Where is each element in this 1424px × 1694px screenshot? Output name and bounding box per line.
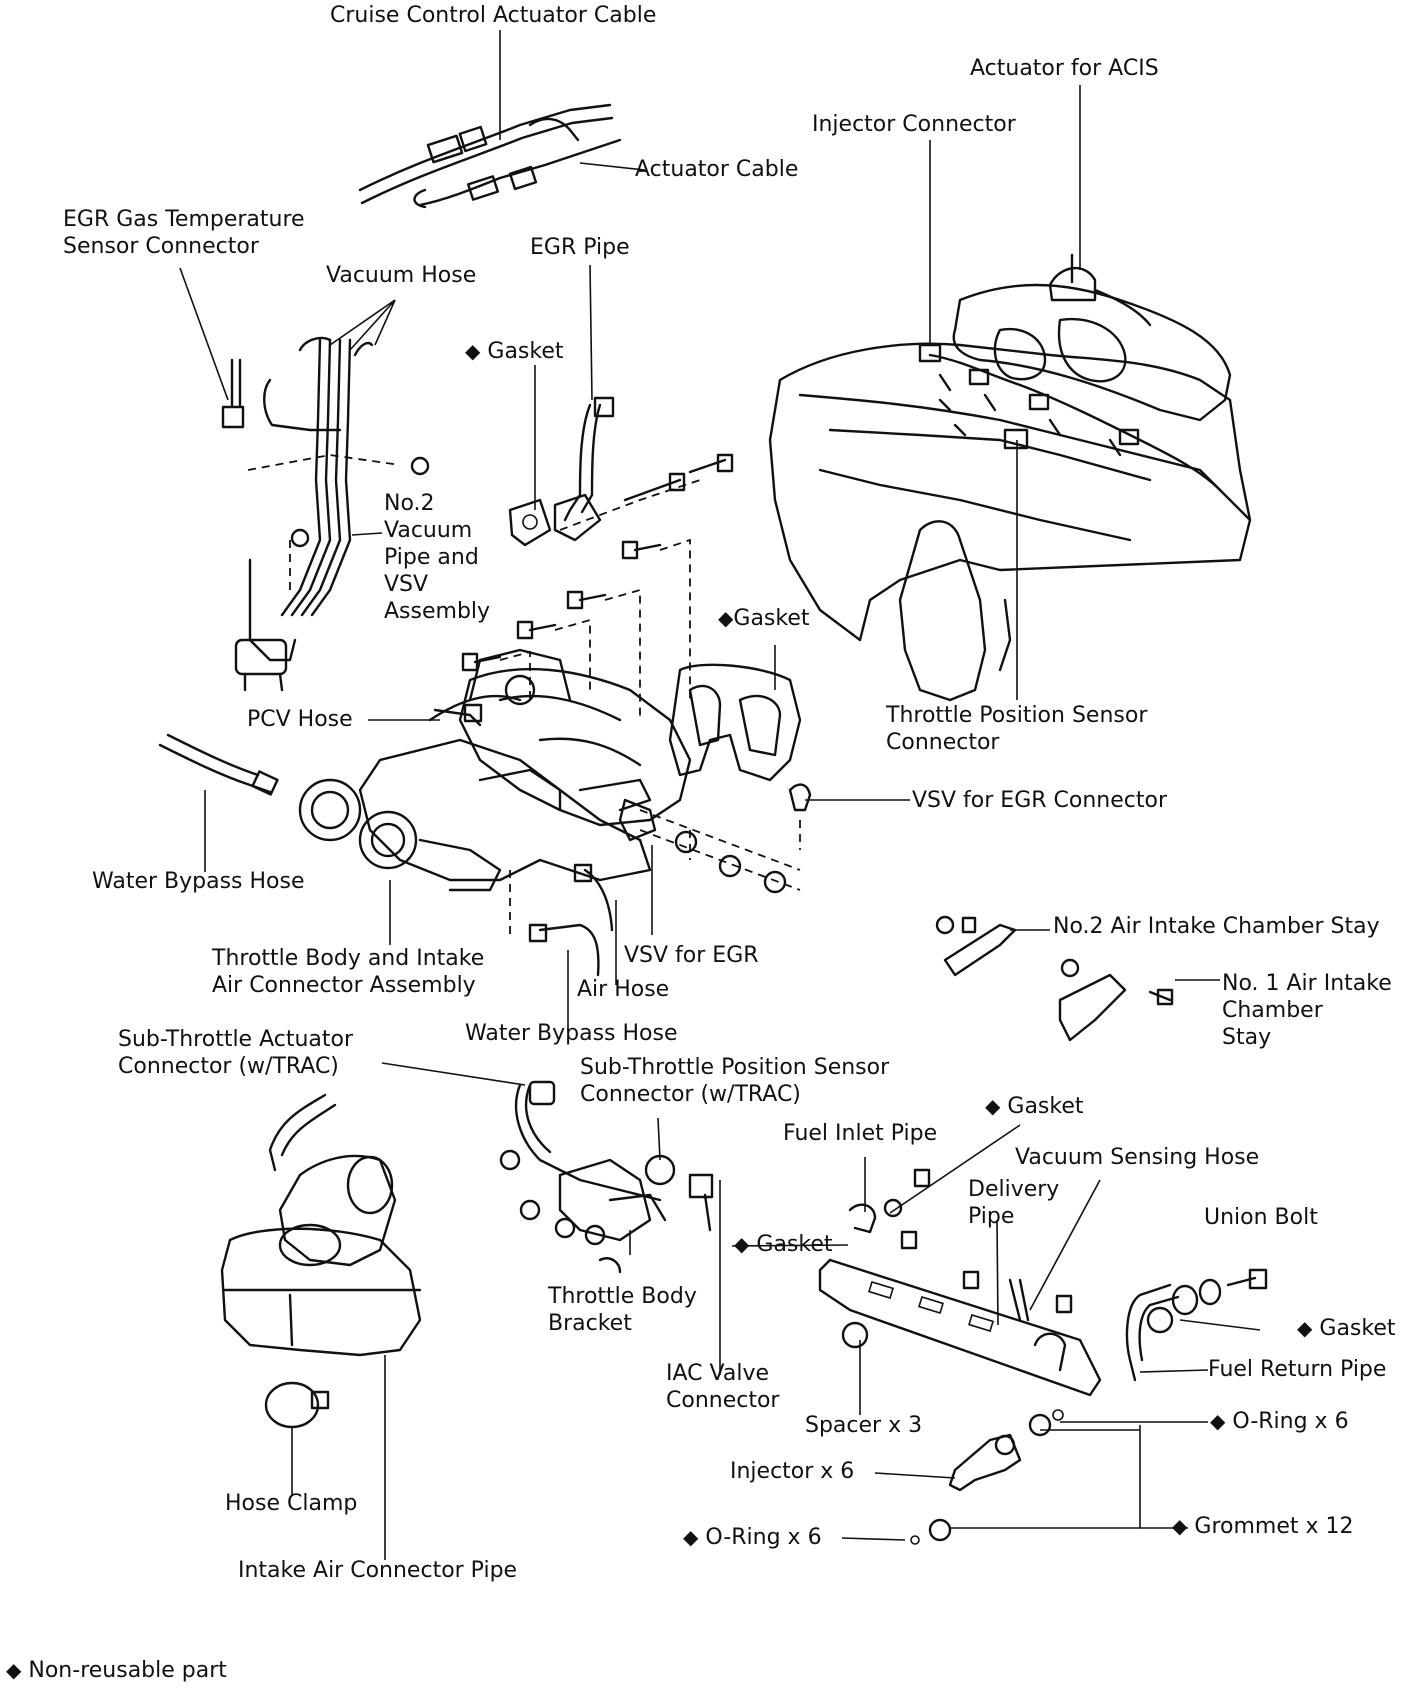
- label-spacer: Spacer x 3: [805, 1413, 923, 1438]
- label-vsv-for-egr-connector: VSV for EGR Connector: [912, 788, 1167, 813]
- label-actuator-for-acis: Actuator for ACIS: [970, 56, 1159, 81]
- label-injector-connector: Injector Connector: [812, 112, 1016, 137]
- label-no2-air-intake-chamber-stay: No.2 Air Intake Chamber Stay: [1053, 914, 1380, 939]
- non-reusable-diamond-icon: ◆: [683, 1525, 699, 1549]
- label-fuel-return-pipe: Fuel Return Pipe: [1208, 1357, 1387, 1382]
- label-fuel-inlet-pipe: Fuel Inlet Pipe: [783, 1121, 938, 1146]
- intake-plenum-drawing: [298, 648, 692, 892]
- non-reusable-diamond-icon: ◆: [1172, 1514, 1188, 1538]
- label-delivery-pipe: Delivery Pipe: [968, 1177, 1060, 1229]
- hoses-drawing: [158, 703, 614, 977]
- non-reusable-diamond-icon: ◆: [985, 1094, 1001, 1118]
- non-reusable-diamond-icon: ◆: [734, 1232, 750, 1256]
- engine-block-drawing: [768, 253, 1252, 702]
- label-vacuum-hose: Vacuum Hose: [326, 263, 477, 288]
- label-o-ring-upper: ◆ O-Ring x 6: [1210, 1409, 1349, 1434]
- label-cruise-control-actuator-cable: Cruise Control Actuator Cable: [330, 3, 657, 28]
- manifold-gasket-drawing: [668, 663, 802, 782]
- intake-air-pipe-drawing: [220, 1093, 422, 1429]
- label-gasket-fuel-inlet: ◆ Gasket: [985, 1094, 1084, 1119]
- egr-pipe-drawing: [508, 396, 734, 547]
- label-gasket-union: ◆ Gasket: [1297, 1316, 1396, 1341]
- throttle-bracket-drawing: [499, 1080, 714, 1274]
- label-throttle-body-intake-air-connector-assembly: Throttle Body and Intake Air Connector A…: [212, 946, 485, 998]
- label-sub-throttle-actuator-connector: Sub-Throttle Actuator Connector (w/TRAC): [118, 1027, 354, 1079]
- bolts-and-dashes-drawing: [461, 538, 812, 940]
- label-air-hose: Air Hose: [577, 977, 670, 1002]
- label-actuator-cable: Actuator Cable: [635, 157, 799, 182]
- label-egr-gas-temp-sensor-connector: EGR Gas Temperature Sensor Connector: [63, 207, 305, 259]
- non-reusable-diamond-icon: ◆: [1210, 1409, 1226, 1433]
- delivery-pipe-drawing: [818, 1168, 1102, 1397]
- fuel-return-drawing: [1125, 1268, 1268, 1382]
- label-union-bolt: Union Bolt: [1204, 1205, 1318, 1230]
- label-gasket-fuel-pipe: ◆ Gasket: [734, 1232, 833, 1257]
- label-throttle-position-sensor-connector: Throttle Position Sensor Connector: [886, 703, 1148, 755]
- label-iac-valve-connector: IAC Valve Connector: [666, 1361, 780, 1413]
- label-gasket-egr: ◆ Gasket: [465, 339, 564, 364]
- legend-non-reusable-part: ◆ Non-reusable part: [6, 1658, 227, 1683]
- label-throttle-body-bracket: Throttle Body Bracket: [548, 1284, 697, 1336]
- label-o-ring-lower: ◆ O-Ring x 6: [683, 1525, 822, 1550]
- label-grommet: ◆ Grommet x 12: [1172, 1514, 1354, 1539]
- chamber-stays-drawing: [935, 915, 1174, 1042]
- injector-drawing: [910, 1409, 1064, 1545]
- label-no2-vacuum-pipe-vsv-assembly: No.2 Vacuum Pipe and VSV Assembly: [384, 491, 491, 624]
- label-injector: Injector x 6: [730, 1459, 855, 1484]
- label-no1-air-intake-chamber-stay: No. 1 Air Intake Chamber Stay: [1222, 971, 1392, 1050]
- label-vsv-for-egr: VSV for EGR: [624, 943, 759, 968]
- non-reusable-diamond-icon: ◆: [6, 1658, 22, 1682]
- non-reusable-diamond-icon: ◆: [465, 339, 481, 363]
- label-egr-pipe: EGR Pipe: [530, 235, 630, 260]
- non-reusable-diamond-icon: ◆: [718, 606, 734, 630]
- leader-lines: [179, 30, 1261, 1560]
- label-pcv-hose: PCV Hose: [247, 707, 353, 732]
- label-gasket-manifold: ◆Gasket: [718, 606, 810, 631]
- label-vacuum-sensing-hose: Vacuum Sensing Hose: [1015, 1145, 1260, 1170]
- label-water-bypass-hose-center: Water Bypass Hose: [465, 1021, 678, 1046]
- label-sub-throttle-position-sensor-connector: Sub-Throttle Position Sensor Connector (…: [580, 1055, 890, 1107]
- vacuum-pipe-vsv-drawing: [221, 336, 430, 692]
- cruise-control-cable-drawing: [358, 103, 622, 209]
- non-reusable-diamond-icon: ◆: [1297, 1316, 1313, 1340]
- label-water-bypass-hose-left: Water Bypass Hose: [92, 869, 305, 894]
- label-hose-clamp: Hose Clamp: [225, 1491, 358, 1516]
- label-intake-air-connector-pipe: Intake Air Connector Pipe: [238, 1558, 518, 1583]
